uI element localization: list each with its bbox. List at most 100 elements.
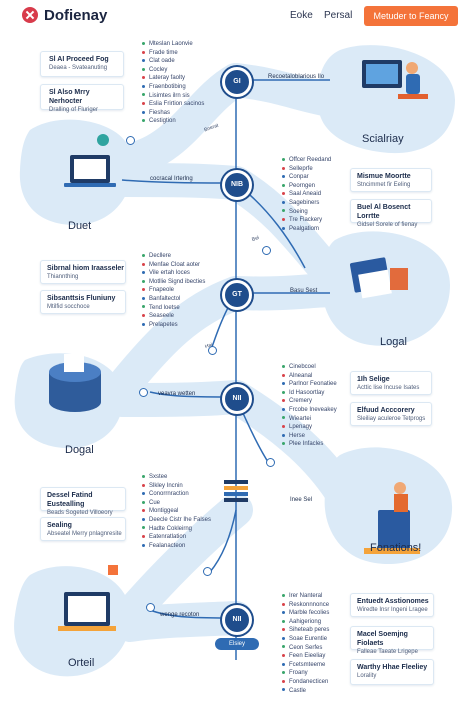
flow-node-3[interactable]: GT	[222, 280, 252, 310]
list-item: Montiggeal	[142, 507, 211, 516]
card-title: Warthy Hhae Fleeliey	[357, 664, 428, 671]
nav-link-2[interactable]: Persal	[324, 10, 353, 21]
list-item: Soae Eurentie	[282, 635, 329, 644]
card-subtitle: Deaea - Svateanuting	[49, 65, 108, 71]
info-card-2: Sl Also Mrry Nerhocter Dralling of Fluri…	[40, 84, 124, 113]
bullet-icon	[282, 433, 285, 437]
list-item-text: Alneanal	[289, 372, 313, 379]
bullet-icon	[282, 157, 285, 161]
bullet-icon	[282, 645, 285, 649]
bullet-icon	[142, 517, 145, 521]
nav-link-1[interactable]: Eoke	[290, 10, 313, 21]
bullet-icon	[142, 509, 145, 513]
flow-dot	[266, 458, 275, 467]
info-card-4: Buel Al Bosenct Lorrtte Gidsel Sorele of…	[350, 199, 432, 228]
card-title: 1Ih Selige	[357, 376, 390, 383]
list-item: Herse	[282, 432, 337, 441]
list-item: Menfae Cloat aoter	[142, 261, 205, 270]
flow-node-2[interactable]: NIB	[222, 170, 252, 200]
flow-node-1[interactable]: GI	[222, 67, 252, 97]
logo-text[interactable]: Dofienay	[44, 7, 108, 24]
flow-dot	[203, 567, 212, 576]
list-item-text: Fnapeole	[149, 287, 175, 294]
bullet-icon	[142, 41, 145, 45]
flow-dot	[262, 246, 271, 255]
bullet-icon	[142, 50, 145, 54]
list-item-text: Soeing	[289, 208, 308, 215]
list-item-text: Lisimtes ilrn sis	[149, 92, 190, 99]
list-item-text: Menfae Cloat aoter	[149, 261, 201, 268]
list-item: Motllie Signd ibecties	[142, 278, 205, 287]
list-item: Ceon Serfes	[282, 644, 329, 653]
bullet-icon	[142, 93, 145, 97]
bullet-icon	[282, 628, 285, 632]
cta-button[interactable]: Metuder to Feancy	[364, 6, 458, 26]
card-subtitle: Gidsel Sorele of fienay	[357, 222, 418, 228]
card-subtitle: Beads Sogeted Villoeory	[47, 510, 113, 516]
list-item: Clat oade	[142, 57, 204, 66]
connector-label-1: Recoetaloblarious Ilo	[268, 74, 325, 80]
list-item-text: Mteslan Laonvie	[149, 41, 193, 47]
bullet-icon	[142, 102, 145, 106]
list-item-text: Hadte Cokleirng	[149, 525, 193, 532]
card-subtitle: Stncimmet fir Eeling	[357, 182, 411, 188]
header: Dofienay Eoke Persal Metuder to Feancy	[0, 0, 474, 40]
list-item: Decllere	[142, 252, 205, 261]
list-item-text: Cocley	[149, 66, 168, 73]
list-item: Frade time	[142, 49, 204, 58]
list-item-text: Prelapetes	[149, 321, 178, 328]
list-item: Froany	[282, 669, 329, 678]
list-item: Sagebiners	[282, 199, 331, 208]
flow-dot	[146, 603, 155, 612]
list-item: Cocley	[142, 66, 204, 75]
list-item: Vile ertah loces	[142, 269, 205, 278]
card-title: Entuedt Asstionomes	[357, 598, 429, 605]
info-card-8: Elfuud Acccorery Sleiliay aculeroe Tetpr…	[350, 402, 432, 426]
list-item-text: Cremery	[289, 398, 313, 405]
list-item-text: Castle	[289, 687, 307, 694]
card-title: Dessel Fatind Eustealling	[47, 492, 93, 508]
info-card-1: Sl AI Proceed Fog Deaea - Svateanuting	[40, 51, 124, 77]
bullet-icon	[142, 59, 145, 63]
list-item-text: Tre Flackery	[289, 217, 323, 224]
list-item-text: Montiggeal	[149, 508, 179, 515]
list-item-text: Wieartei	[289, 415, 312, 422]
list-item: Peorngen	[282, 182, 331, 191]
flow-node-6[interactable]: NII	[222, 605, 252, 635]
flow-node-4[interactable]: NII	[222, 384, 252, 414]
bottom-pill[interactable]: Elsiey	[215, 638, 259, 650]
list-item-text: Lateray faolty	[149, 75, 186, 82]
list-item: Alneanal	[282, 372, 337, 381]
list-item: Conorrnraction	[142, 490, 211, 499]
card-subtitle: Lorality	[357, 673, 377, 679]
list-item-text: Seaseele	[149, 313, 175, 320]
card-title: Sl Also Mrry Nerhocter	[49, 89, 90, 105]
card-subtitle: Acttic lise Incuse Isates	[357, 385, 420, 391]
info-card-7: 1Ih Selige Acttic lise Incuse Isates	[350, 371, 432, 395]
card-subtitle: Mtilfid socchoce	[47, 304, 90, 310]
list-item-text: Aahigeriong	[289, 618, 322, 625]
list-item: Eatenratlation	[142, 533, 211, 542]
connector-label-6: wenge recoton	[160, 612, 200, 618]
bullet-icon	[282, 200, 285, 204]
list-item: Offcer Reedand	[282, 156, 331, 165]
bullet-icon	[282, 209, 285, 213]
card-subtitle: Falleae Taeate Lrigepe	[357, 649, 418, 655]
card-title: Sl AI Proceed Fog	[49, 56, 109, 63]
flow-dot	[139, 388, 148, 397]
list-item: Slkley Incnin	[142, 482, 211, 491]
bullet-icon	[142, 253, 145, 257]
list-item-text: Fraenbotibing	[149, 83, 186, 90]
list-item: Cestigtion	[142, 117, 204, 126]
list-item-text: Siheteab peres	[289, 627, 330, 634]
list-item: Lisimtes ilrn sis	[142, 92, 204, 101]
list-item-text: Eslia Frirtion sacinos	[149, 101, 205, 108]
bullet-icon	[142, 296, 145, 300]
list-item: Lpenagy	[282, 423, 337, 432]
list-item-text: Vile ertah loces	[149, 270, 190, 277]
list-item: Hadte Cokleirng	[142, 525, 211, 534]
list-item-text: Eatenratlation	[149, 534, 187, 541]
list-item-text: Peorngen	[289, 182, 316, 189]
card-subtitle: Dralling of Fluriger	[49, 107, 99, 113]
